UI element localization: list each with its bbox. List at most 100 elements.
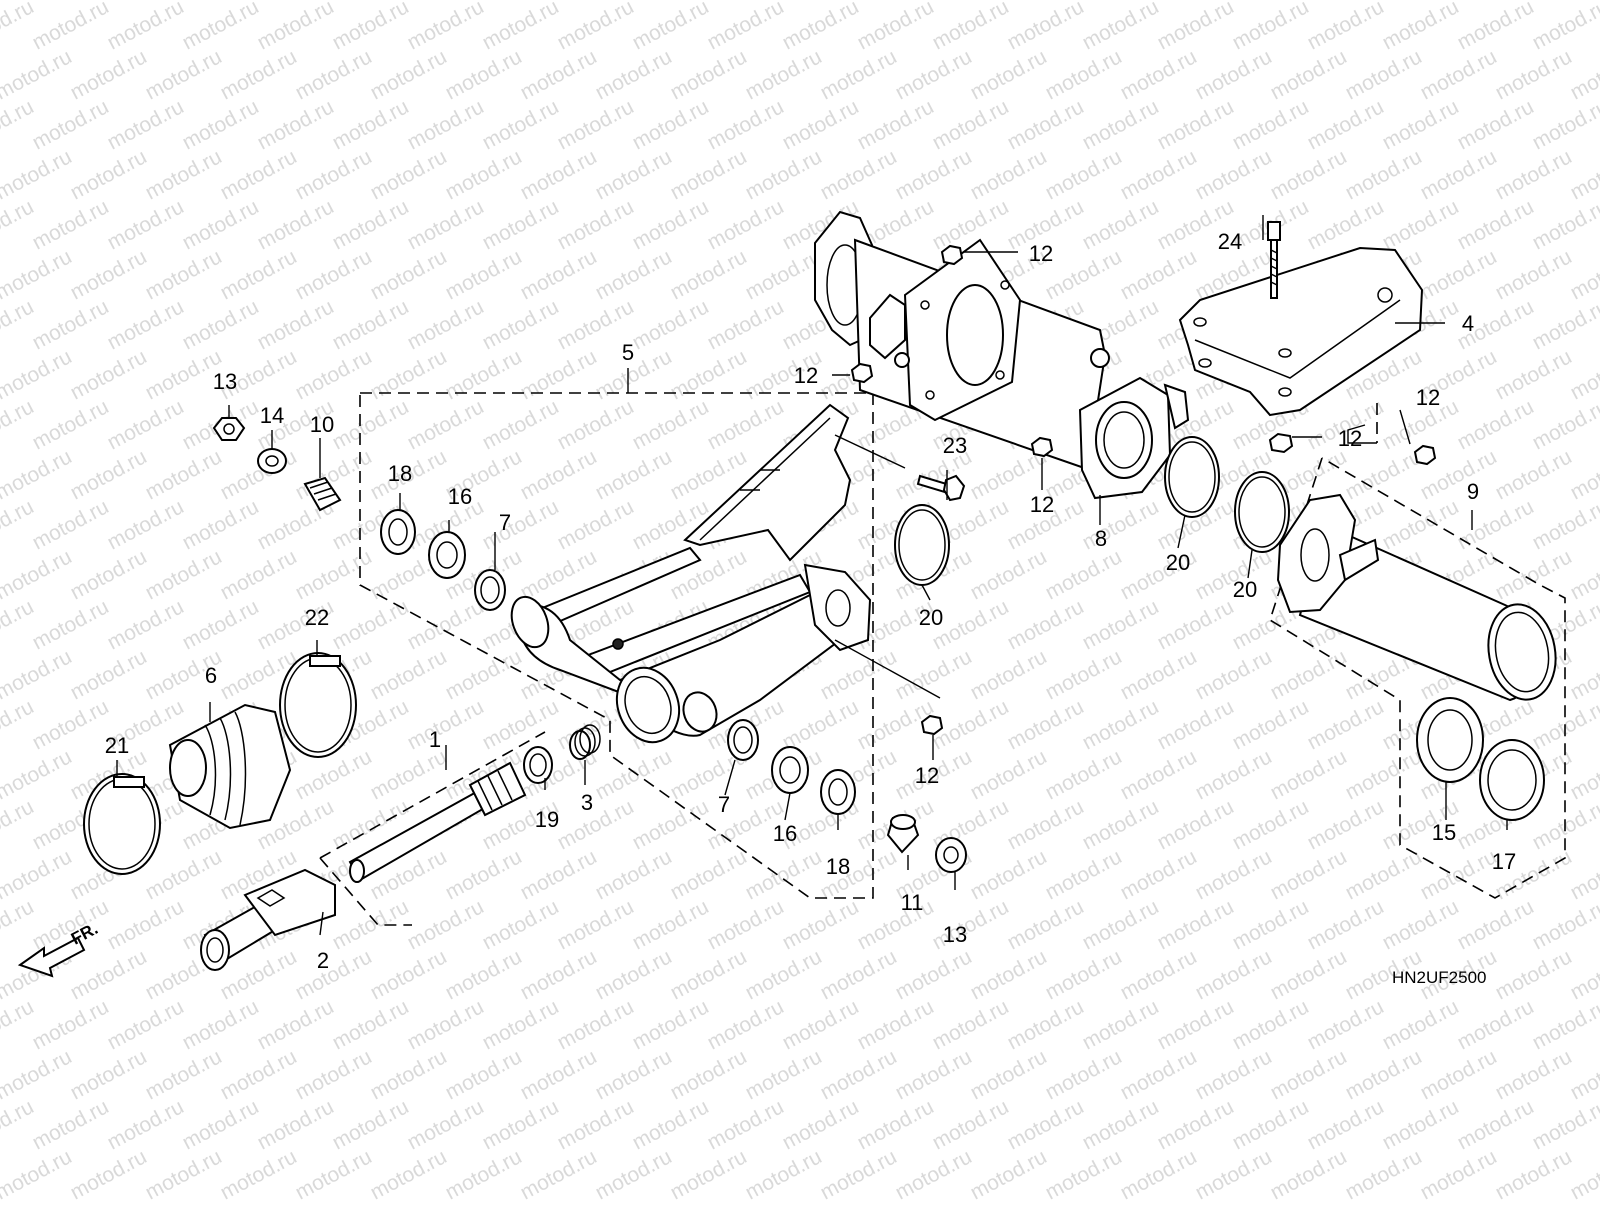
watermark-text: motod.ru [0,695,38,754]
watermark-text: motod.ru [1417,45,1501,104]
watermark-text: motod.ru [779,1095,863,1154]
nut-12-d [1268,432,1294,454]
watermark-text: motod.ru [592,945,676,1004]
watermark-text: motod.ru [629,1095,713,1154]
watermark-text: motod.ru [67,445,151,504]
watermark-text: motod.ru [554,195,638,254]
watermark-text: motod.ru [367,1045,451,1104]
watermark-text: motod.ru [1379,995,1463,1054]
watermark-text: motod.ru [929,1195,1013,1200]
watermark-text: motod.ru [329,0,413,54]
swingarm-pivot-left [510,595,550,649]
watermark-text: motod.ru [104,595,188,654]
watermark-text: motod.ru [179,95,263,154]
callout-23: 23 [943,433,967,458]
watermark-text: motod.ru [0,195,38,254]
watermark-text: motod.ru [0,895,38,954]
needle-bearing-18-top [380,509,416,555]
watermark-text: motod.ru [1379,95,1463,154]
watermark-text: motod.ru [329,595,413,654]
watermark-text: motod.ru [404,0,488,54]
watermark-text: motod.ru [1192,45,1276,104]
watermark-text: motod.ru [1454,895,1538,954]
watermark-text: motod.ru [742,245,826,304]
watermark-text: motod.ru [104,0,188,54]
watermark-text: motod.ru [1079,495,1163,554]
watermark-text: motod.ru [1492,45,1576,104]
watermark-text: motod.ru [479,295,563,354]
callout-12-e: 12 [1416,385,1440,410]
watermark-text: motod.ru [554,395,638,454]
watermark-text: motod.ru [104,95,188,154]
watermark-text: motod.ru [817,945,901,1004]
watermark-text: motod.ru [892,1045,976,1104]
watermark-text: motod.ru [254,0,338,54]
watermark-text: motod.ru [1117,145,1201,204]
watermark-text: motod.ru [1454,0,1538,54]
watermark-text: motod.ru [1379,1095,1463,1154]
watermark-text: motod.ru [479,895,563,954]
callout-24: 24 [1218,229,1242,254]
watermark-text: motod.ru [817,1045,901,1104]
clamp-21 [83,773,161,875]
watermark-text: motod.ru [217,0,301,4]
fasteners [850,244,1437,873]
watermark-text: motod.ru [1117,1045,1201,1104]
callout-4: 4 [1462,311,1474,336]
watermark-text: motod.ru [1567,245,1600,304]
watermark-text: motod.ru [554,95,638,154]
watermark-text: motod.ru [367,0,451,4]
watermark-text: motod.ru [667,845,751,904]
group-1-outline-bottom [319,857,412,926]
watermark-text: motod.ru [329,195,413,254]
watermark-text: motod.ru [104,1195,188,1200]
washer-14 [257,448,287,474]
watermark-text: motod.ru [1304,995,1388,1054]
watermark-text: motod.ru [292,945,376,1004]
callout-12-d: 12 [1338,426,1362,451]
watermark-text: motod.ru [742,1045,826,1104]
watermark-text: motod.ru [29,0,113,54]
watermark-text: motod.ru [629,195,713,254]
watermark-text: motod.ru [1079,195,1163,254]
axle-housing-right-bore-inner [1103,411,1145,469]
watermark-text: motod.ru [29,995,113,1054]
watermark-text: motod.ru [404,295,488,354]
watermark-text: motod.ru [704,895,788,954]
watermark-text: motod.ru [1117,745,1201,804]
watermark-text: motod.ru [929,1095,1013,1154]
callout-7-bottom: 7 [718,792,730,817]
washer-14-hole [265,455,279,467]
watermark-text: motod.ru [67,545,151,604]
watermark-text: motod.ru [929,895,1013,954]
watermark-text: motod.ru [142,545,226,604]
watermark-text: motod.ru [292,1145,376,1200]
watermark-text: motod.ru [1379,1195,1463,1200]
callout-20-mid: 20 [1166,550,1190,575]
watermark-text: motod.ru [1079,795,1163,854]
watermark-text: motod.ru [854,1195,938,1200]
watermark-text: motod.ru [704,1095,788,1154]
watermark-text: motod.ru [704,0,788,54]
o-ring-20-mid-inner [1168,441,1216,513]
watermark-text: motod.ru [1267,1145,1351,1200]
watermark-text: motod.ru [1267,845,1351,904]
boot-6 [168,703,292,830]
watermark-text: motod.ru [292,45,376,104]
watermark-text: motod.ru [1417,845,1501,904]
watermark-text: motod.ru [742,845,826,904]
watermark-text: motod.ru [592,1045,676,1104]
watermark-text: motod.ru [1267,1045,1351,1104]
watermark-text: motod.ru [1379,895,1463,954]
axle-housing-bolt-hole [1000,280,1010,290]
watermark-text: motod.ru [1117,845,1201,904]
watermark-text: motod.ru [1079,95,1163,154]
watermark-text: motod.ru [217,245,301,304]
watermark-text: motod.ru [1154,795,1238,854]
watermark-text: motod.ru [517,345,601,404]
watermark-text: motod.ru [104,495,188,554]
watermark-text: motod.ru [967,145,1051,204]
watermark-text: motod.ru [1492,145,1576,204]
watermark-text: motod.ru [1117,1145,1201,1200]
watermark-text: motod.ru [592,845,676,904]
